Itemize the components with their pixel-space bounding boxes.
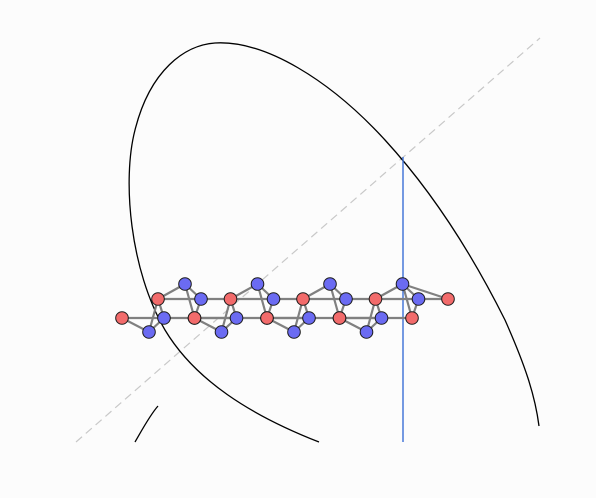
graph-node-red [405,311,419,325]
graph-edges [120,282,450,334]
curve-fragment [134,405,159,443]
graph-node-blue [142,325,156,339]
graph-node-red [441,292,455,306]
graph-node-blue [323,277,337,291]
main-curve [128,42,540,443]
graph-node-blue [229,311,244,325]
graph-node-red [187,311,202,325]
graph-nodes [115,277,455,339]
graph-node-red [260,311,274,325]
graph-node-blue [178,277,192,291]
graph-node-red [223,292,238,306]
graph-node-blue [302,311,316,325]
graph-node-red [151,292,165,306]
graph-node-blue [157,311,171,325]
graph-node-blue [395,277,410,291]
graph-node-blue [411,292,426,306]
graph-node-red [296,292,310,306]
graph-node-red [332,311,347,325]
graph-node-blue [359,325,374,339]
graph-node-blue [214,325,229,339]
graph-node-blue [266,292,281,306]
diagonal-dashed-line [75,37,541,443]
graph-node-blue [339,292,353,306]
graph-node-blue [250,277,265,291]
graph-edge [401,282,450,301]
graph-node-red [115,311,129,325]
graph-node-blue [287,325,301,339]
graph-node-blue [194,292,208,306]
graph-node-red [368,292,383,306]
graph-node-blue [374,311,389,325]
